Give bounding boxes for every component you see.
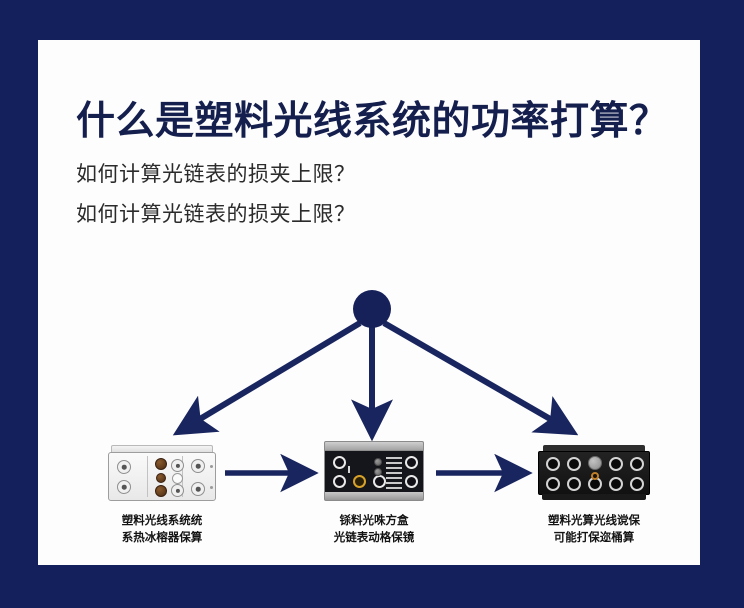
device-front-face <box>538 451 650 495</box>
port-icon <box>333 456 346 469</box>
port-icon <box>117 460 131 474</box>
vent-slot-icon <box>386 467 402 469</box>
subtitle-line-1: 如何计算光链表的损夹上限？ <box>76 163 356 186</box>
port-icon <box>405 475 418 488</box>
knob-icon <box>588 456 602 470</box>
vent-slot-icon <box>386 457 402 459</box>
device-white-panel[interactable] <box>108 445 216 501</box>
content-card: 什么是塑料光线系统的功率打算？ 如何计算光链表的损夹上限？ 如何计算光链表的损夹… <box>38 40 700 565</box>
port-icon <box>546 457 560 471</box>
device-top-edge <box>543 445 645 452</box>
port-icon <box>630 457 644 471</box>
port-icon <box>171 484 184 497</box>
vent-slot-icon <box>386 487 402 489</box>
port-gold-icon <box>353 475 366 488</box>
device-top-edge <box>111 445 213 453</box>
subtitle-line-2: 如何计算光链表的损夹上限？ <box>76 203 356 226</box>
vent-slot-icon <box>386 482 402 484</box>
device-front-face <box>108 452 216 501</box>
panel-divider-1 <box>147 456 148 497</box>
arrow-hub-to-right <box>382 320 579 436</box>
port-icon <box>191 482 205 496</box>
button-icon[interactable] <box>374 468 382 476</box>
vent-slot-icon <box>386 462 402 464</box>
flow-diagram: 塑料光线系统统 系热冰榕器保算 <box>38 245 700 565</box>
marker-icon <box>348 466 350 473</box>
port-icon <box>567 477 581 491</box>
indicator-icon <box>172 473 183 484</box>
port-icon <box>405 456 418 469</box>
port-icon <box>609 457 623 471</box>
port-icon <box>191 459 205 473</box>
vent-slot-icon <box>386 477 402 479</box>
screw-icon <box>210 486 213 489</box>
device-label-black-block: 塑料光算光线谠保 可能打保迩桶算 <box>548 515 640 544</box>
knob-icon <box>155 485 167 497</box>
diagram-connectors <box>172 290 579 493</box>
page-title: 什么是塑料光线系统的功率打算？ <box>76 100 669 143</box>
port-icon <box>630 477 644 491</box>
vent-slot-icon <box>386 472 402 474</box>
port-icon <box>546 477 560 491</box>
device-front-face <box>324 450 424 493</box>
device-dark-box[interactable] <box>324 441 424 501</box>
hub-node <box>353 290 391 328</box>
port-icon <box>333 475 346 488</box>
device-black-block[interactable] <box>538 445 650 501</box>
knob-copper-icon <box>591 472 599 480</box>
port-icon <box>609 477 623 491</box>
device-label-dark-box: 铩料光咮方盒 光链表动格保镜 <box>333 515 415 544</box>
device-base-edge <box>324 492 424 501</box>
button-icon[interactable] <box>374 458 382 466</box>
arrow-hub-to-left <box>172 320 362 436</box>
knob-icon <box>155 458 167 470</box>
port-icon <box>373 475 386 488</box>
port-icon <box>117 480 131 494</box>
device-label-white-panel: 塑料光线系统统 系热冰榕器保算 <box>121 515 203 544</box>
port-icon <box>171 459 184 472</box>
screw-icon <box>210 465 213 468</box>
device-top-edge <box>324 441 424 451</box>
knob-icon <box>156 473 166 483</box>
device-base-edge <box>542 494 646 500</box>
port-icon <box>567 457 581 471</box>
